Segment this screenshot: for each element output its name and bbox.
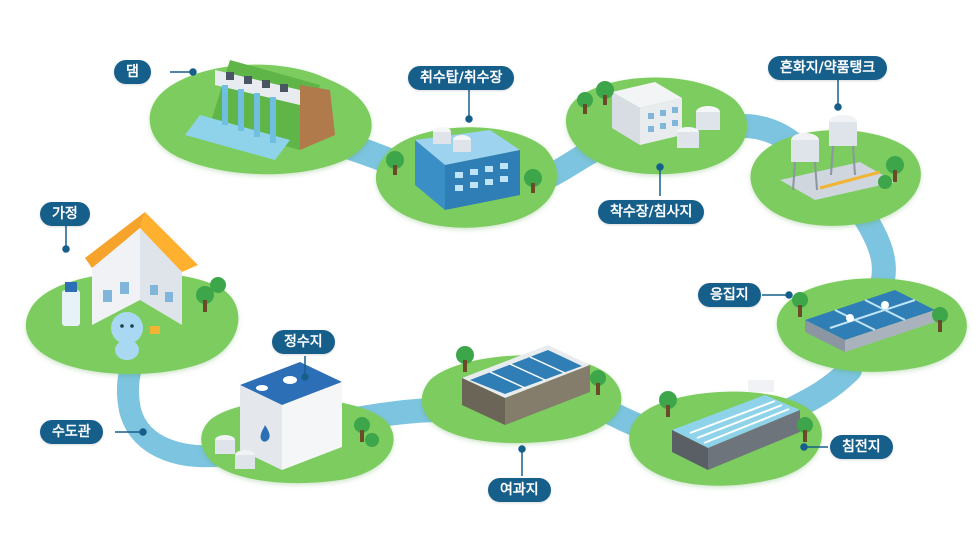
settling-illustration <box>577 81 720 148</box>
label-dam: 댐 <box>114 60 151 84</box>
dam-illustration <box>185 60 335 160</box>
label-filtration: 여과지 <box>488 478 551 502</box>
intake-illustration <box>386 127 542 210</box>
connectors <box>62 68 842 476</box>
sedimentation-illustration <box>659 380 813 470</box>
filtration-illustration <box>456 345 606 425</box>
label-clearwell: 정수지 <box>272 330 335 354</box>
coagulation-illustration <box>792 290 948 352</box>
label-sedimentation: 침전지 <box>830 435 893 459</box>
label-settling: 착수장/침사지 <box>598 200 705 224</box>
label-home: 가정 <box>40 202 90 226</box>
mixing-illustration <box>780 115 904 200</box>
label-coagulation: 응집지 <box>698 283 761 307</box>
label-pipe: 수도관 <box>40 420 103 444</box>
label-mixing: 혼화지/약품탱크 <box>768 56 888 80</box>
home-illustration <box>62 212 226 360</box>
clearwell-illustration <box>215 362 379 470</box>
label-intake: 취수탑/취수장 <box>408 66 515 90</box>
